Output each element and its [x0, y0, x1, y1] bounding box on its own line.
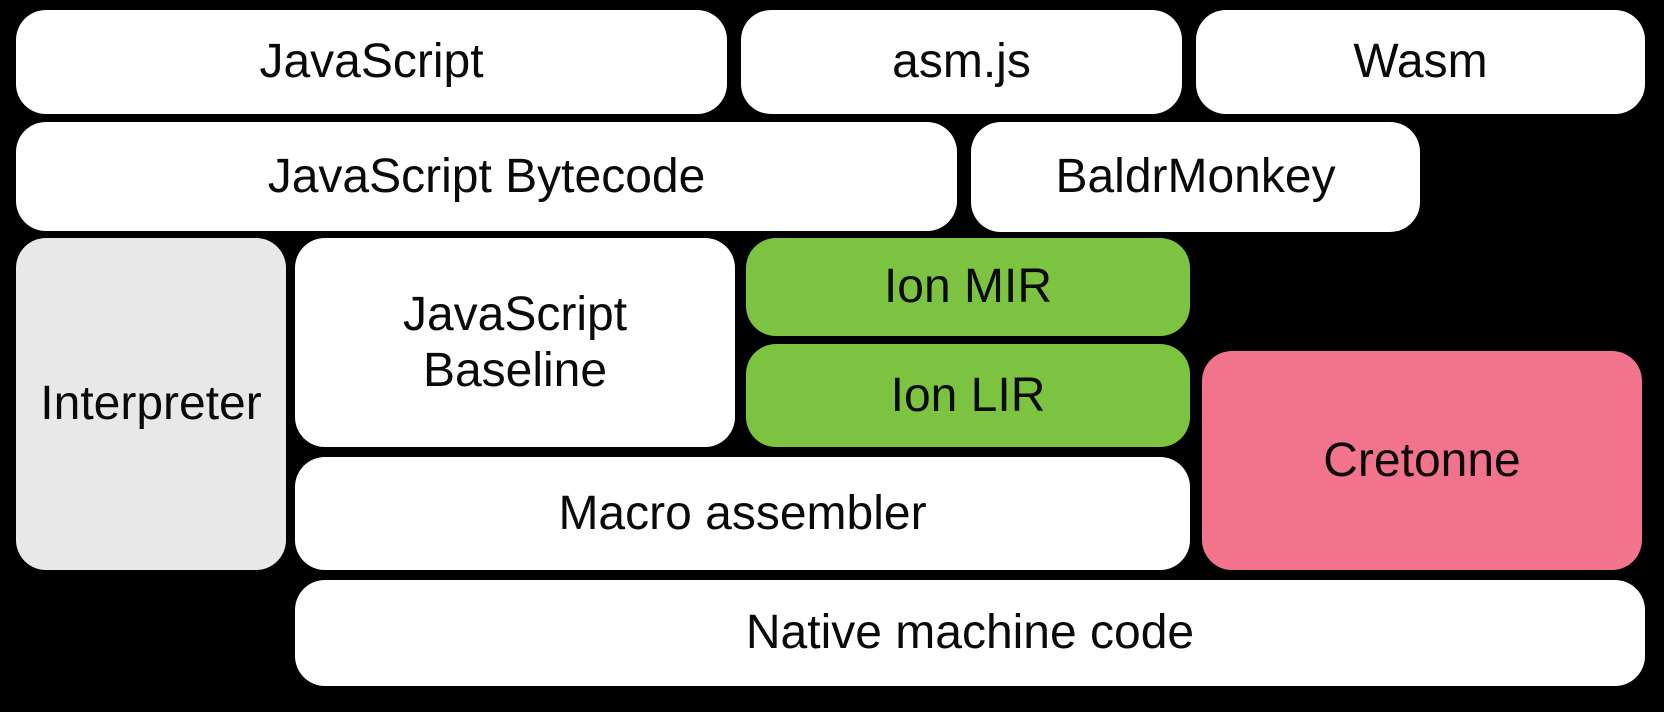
box-baldrmonkey: BaldrMonkey: [971, 122, 1420, 232]
box-ion-lir: Ion LIR: [746, 344, 1190, 447]
box-cretonne: Cretonne: [1202, 351, 1642, 570]
box-asm-js: asm.js: [741, 10, 1182, 114]
box-ion-mir: Ion MIR: [746, 238, 1190, 336]
box-native-machine-code: Native machine code: [295, 580, 1645, 686]
box-macro-assembler: Macro assembler: [295, 457, 1190, 570]
box-wasm: Wasm: [1196, 10, 1645, 114]
box-javascript-bytecode: JavaScript Bytecode: [16, 122, 957, 231]
box-javascript-baseline: JavaScript Baseline: [295, 238, 735, 447]
box-interpreter: Interpreter: [16, 238, 286, 570]
box-javascript: JavaScript: [16, 10, 727, 114]
